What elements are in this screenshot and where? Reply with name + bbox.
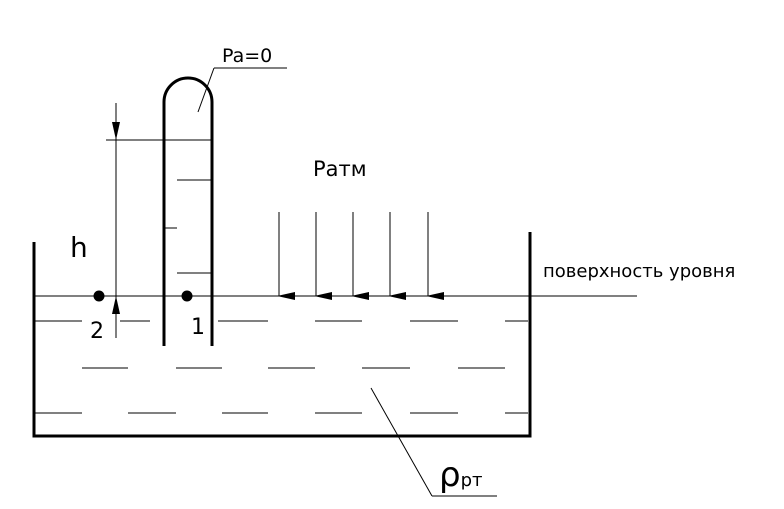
point-1-label: 1: [191, 315, 205, 340]
point-1-dot: [181, 290, 193, 302]
density-subscript: рт: [461, 470, 483, 491]
atmospheric-pressure-label: Pатм: [313, 157, 367, 181]
point-2-label: 2: [90, 319, 104, 344]
height-label: h: [70, 231, 88, 264]
density-symbol: ρ: [439, 455, 461, 495]
vessel-walls: [32, 232, 532, 438]
point-2-dot: [93, 290, 105, 302]
liquid-dashes: [34, 320, 528, 414]
leader-lines: [197, 67, 497, 497]
atmospheric-arrows: [277, 212, 444, 300]
vacuum-pressure-label: Pa=0: [222, 45, 272, 67]
height-dimension: [106, 103, 212, 338]
level-surface-label: поверхность уровня: [543, 261, 735, 282]
tube-scale-marks: [164, 179, 212, 274]
barometer-tube: [162, 76, 214, 346]
density-label: ρрт: [439, 455, 483, 495]
